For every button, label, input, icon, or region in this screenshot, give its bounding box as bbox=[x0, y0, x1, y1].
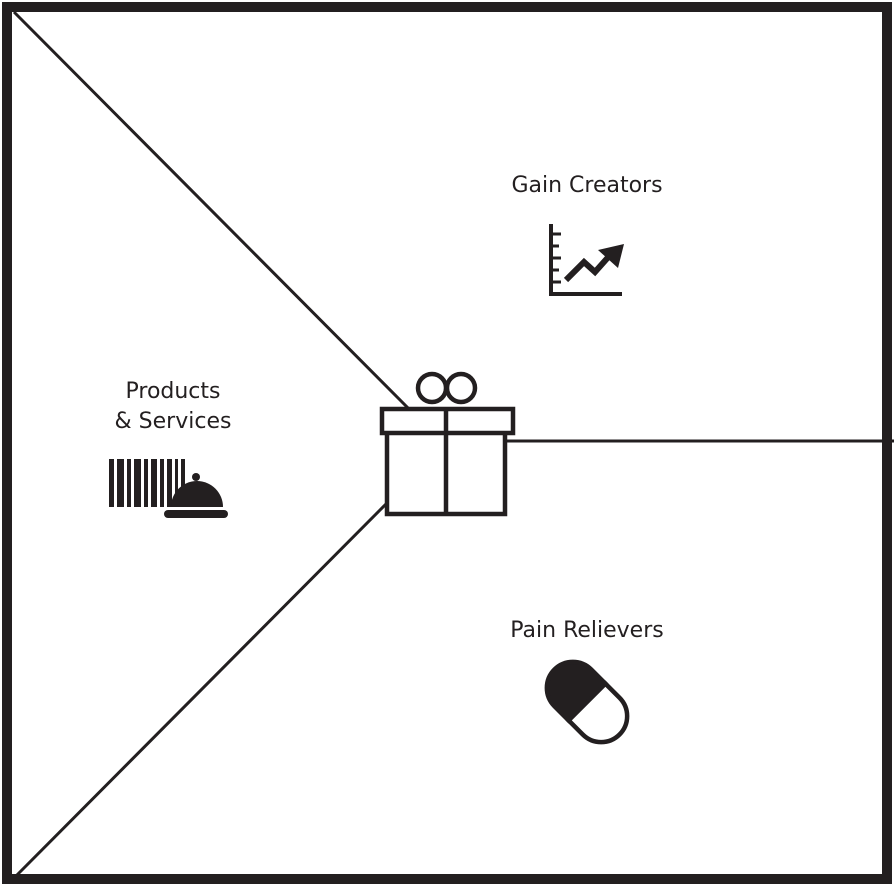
products-services-line1: Products bbox=[125, 379, 221, 404]
products-services-line2: & Services bbox=[114, 409, 232, 434]
products-services-label: Products & Services bbox=[93, 377, 253, 437]
divider-top-left bbox=[12, 10, 414, 414]
gift-box-icon bbox=[379, 371, 516, 517]
gain-creators-label: Gain Creators bbox=[511, 173, 663, 198]
barcode-and-cloche-icon bbox=[109, 459, 228, 518]
growth-chart-icon bbox=[549, 224, 624, 296]
divider-bottom-left bbox=[12, 498, 392, 880]
pill-capsule-icon bbox=[544, 659, 630, 745]
pain-relievers-label: Pain Relievers bbox=[510, 618, 664, 643]
